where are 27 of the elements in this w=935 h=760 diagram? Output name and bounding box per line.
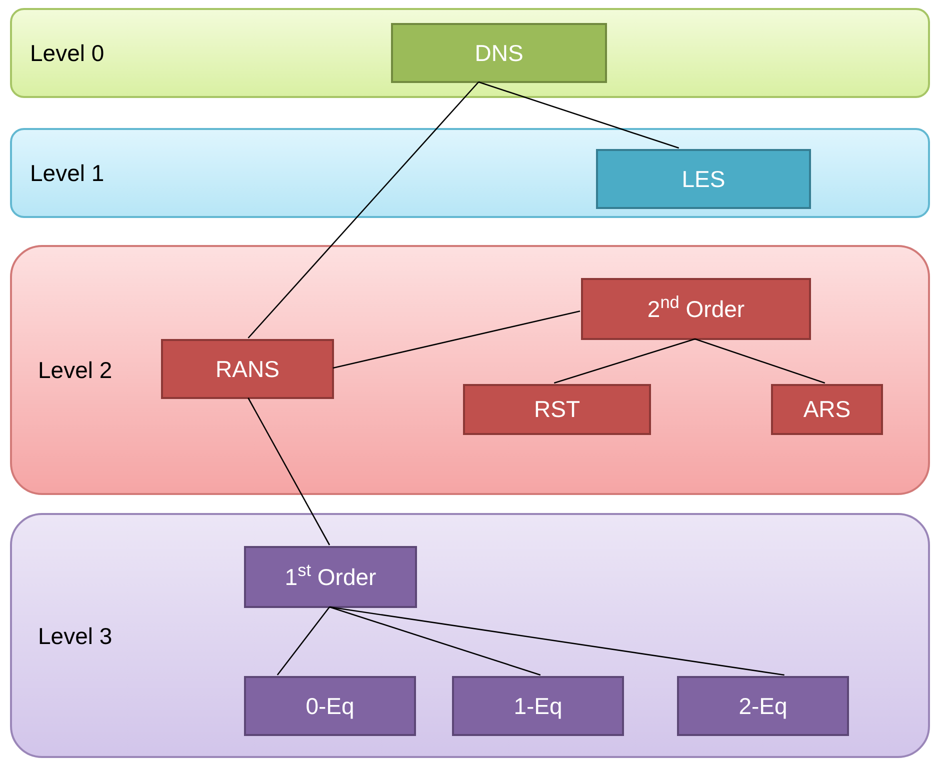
connector-line [329,606,541,676]
connector-line [694,338,826,384]
level-band [10,245,930,495]
process-box: 2$^{nd}$ Order [581,278,811,340]
connector-line [276,606,330,676]
connector-line [329,606,784,676]
process-box: DNS [391,23,607,83]
connector-line [248,82,480,338]
process-box: 1$^{st}$ Order [244,546,417,608]
process-box: 2-Eq [677,676,849,736]
connector-line [554,338,696,384]
level-band [10,128,930,218]
process-box: RST [463,384,651,435]
level-label: Level 0 [30,38,104,68]
process-box: ARS [771,384,883,435]
level-label: Level 1 [30,158,104,188]
process-box: 1-Eq [452,676,624,736]
level-band [10,8,930,98]
connector-line [248,398,330,546]
process-box: 0-Eq [244,676,416,736]
connector-line [478,81,680,149]
level-label: Level 2 [38,356,112,385]
level-label: Level 3 [38,621,112,650]
process-box: LES [596,149,811,209]
level-band [10,513,930,758]
process-box: RANS [161,339,334,399]
connector-line [332,310,580,369]
